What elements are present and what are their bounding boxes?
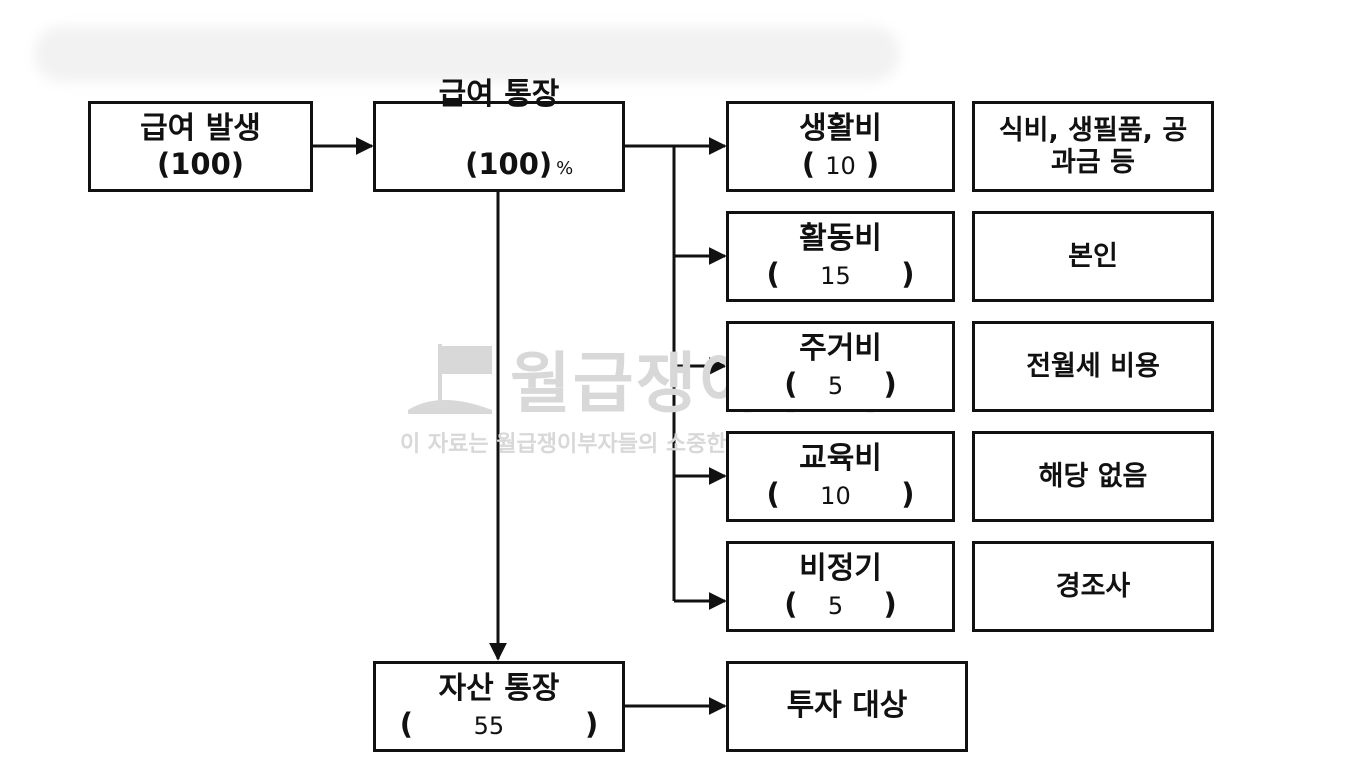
housing-description: 전월세 비용 bbox=[1026, 350, 1160, 382]
salary-origin-title: 급여 발생 bbox=[140, 110, 261, 146]
education-value-row: ( 10 ) bbox=[766, 477, 915, 512]
living-value-row: ( 10 ) bbox=[801, 147, 880, 182]
activity-description-box: 본인 bbox=[972, 211, 1214, 302]
activity-title: 활동비 bbox=[799, 220, 882, 256]
housing-box: 주거비 ( 5 ) bbox=[726, 321, 955, 412]
salary-account-title: 급여 통장 bbox=[438, 77, 560, 113]
education-value: 10 bbox=[820, 482, 851, 511]
investment-title: 투자 대상 bbox=[786, 688, 908, 724]
asset-account-title: 자산 통장 bbox=[438, 670, 560, 706]
activity-value: 15 bbox=[820, 262, 851, 291]
irregular-description-box: 경조사 bbox=[972, 541, 1214, 632]
living-box: 생활비 ( 10 ) bbox=[726, 101, 955, 192]
living-description-box: 식비, 생필품, 공 과금 등 bbox=[972, 101, 1214, 192]
asset-account-value-row: ( 55 ) bbox=[399, 707, 599, 742]
living-description-line-2: 과금 등 bbox=[1051, 146, 1135, 178]
housing-description-box: 전월세 비용 bbox=[972, 321, 1214, 412]
asset-account-value: 55 bbox=[473, 712, 505, 741]
irregular-value: 5 bbox=[827, 592, 844, 621]
irregular-description: 경조사 bbox=[1055, 570, 1131, 602]
activity-description: 본인 bbox=[1068, 240, 1118, 272]
irregular-box: 비정기 ( 5 ) bbox=[726, 541, 955, 632]
education-description-box: 해당 없음 bbox=[972, 431, 1214, 522]
salary-origin-box: 급여 발생 (100) bbox=[88, 101, 313, 192]
activity-box: 활동비 ( 15 ) bbox=[726, 211, 955, 302]
education-title: 교육비 bbox=[799, 440, 882, 476]
blurred-header-text bbox=[34, 26, 900, 82]
housing-title: 주거비 bbox=[799, 330, 882, 366]
education-description: 해당 없음 bbox=[1038, 460, 1148, 492]
activity-value-row: ( 15 ) bbox=[766, 257, 915, 292]
living-value: 10 bbox=[825, 152, 856, 181]
salary-account-box: 급여 통장 (100)% bbox=[373, 78, 625, 192]
investment-box: 투자 대상 bbox=[726, 661, 968, 752]
housing-value: 5 bbox=[827, 372, 844, 401]
irregular-value-row: ( 5 ) bbox=[784, 587, 897, 622]
living-title: 생활비 bbox=[799, 110, 882, 146]
salary-account-value-row: (100)% bbox=[425, 115, 574, 215]
living-description-line-1: 식비, 생필품, 공 bbox=[998, 115, 1188, 147]
housing-value-row: ( 5 ) bbox=[784, 367, 897, 402]
salary-account-unit: % bbox=[556, 158, 574, 180]
salary-origin-value: (100) bbox=[156, 147, 245, 182]
irregular-title: 비정기 bbox=[799, 550, 882, 586]
education-box: 교육비 ( 10 ) bbox=[726, 431, 955, 522]
salary-account-value: (100) bbox=[465, 147, 553, 182]
asset-account-box: 자산 통장 ( 55 ) bbox=[373, 661, 625, 752]
